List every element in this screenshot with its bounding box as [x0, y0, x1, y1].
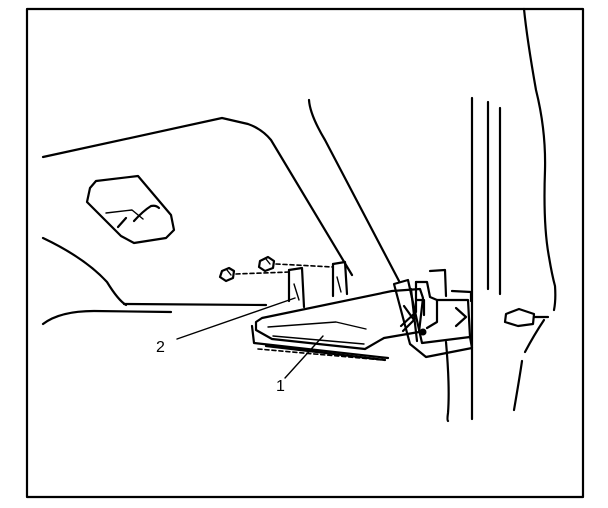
left-tab-slot — [293, 283, 300, 301]
bracket-top-left — [428, 268, 448, 298]
mounting-bracket — [392, 268, 474, 359]
mounting-tabs — [287, 260, 349, 309]
bracket-clip — [454, 306, 468, 328]
right-screw-slot — [265, 258, 271, 265]
right-screw-head — [257, 255, 276, 273]
lower-left-line — [41, 309, 173, 326]
door-outline — [522, 7, 557, 312]
horizontal-support-line — [122, 302, 268, 307]
diagram-border — [25, 7, 585, 499]
module-bracket-tab — [414, 280, 439, 330]
bracket-hook — [401, 304, 416, 333]
door-lower-line — [512, 359, 524, 412]
pillar-lower-curve — [444, 340, 450, 423]
pillar-curve-left — [307, 98, 401, 283]
callout-1: 1 — [276, 378, 285, 395]
screws — [218, 255, 334, 283]
leader-lines — [176, 297, 324, 379]
left-screw-head — [218, 266, 236, 283]
right-tab-slot — [336, 276, 342, 293]
callout-2: 2 — [156, 339, 165, 356]
leader-line-2 — [176, 297, 296, 340]
latch-mark — [116, 216, 128, 229]
leader-line-1 — [284, 335, 324, 379]
right-screw-axis — [275, 263, 334, 268]
lower-dash-curve — [41, 236, 128, 307]
bracket-slot — [415, 298, 426, 317]
right-pillar-lines — [307, 7, 557, 423]
bracket-right-plate — [435, 298, 472, 339]
connector-wire — [523, 318, 546, 354]
module-rivet — [419, 328, 427, 336]
bracket-inner-line — [409, 287, 419, 343]
bracket-right-tab — [450, 289, 473, 303]
connector-body — [503, 307, 536, 328]
left-screw-slot — [226, 269, 232, 276]
module-top-line — [267, 321, 367, 330]
dash-panel-lines — [41, 116, 354, 326]
latch-button-curve — [132, 204, 161, 223]
latch-outline — [85, 174, 176, 245]
glove-box-latch — [85, 174, 176, 245]
connector — [503, 307, 550, 354]
upper-dash-edge — [41, 116, 354, 277]
module-base-line — [250, 324, 390, 360]
callout-labels: 2 1 — [156, 339, 285, 395]
left-screw-axis — [235, 271, 290, 275]
right-tab — [331, 260, 349, 296]
left-tab — [287, 266, 306, 309]
module-rib-dashes — [257, 348, 384, 361]
